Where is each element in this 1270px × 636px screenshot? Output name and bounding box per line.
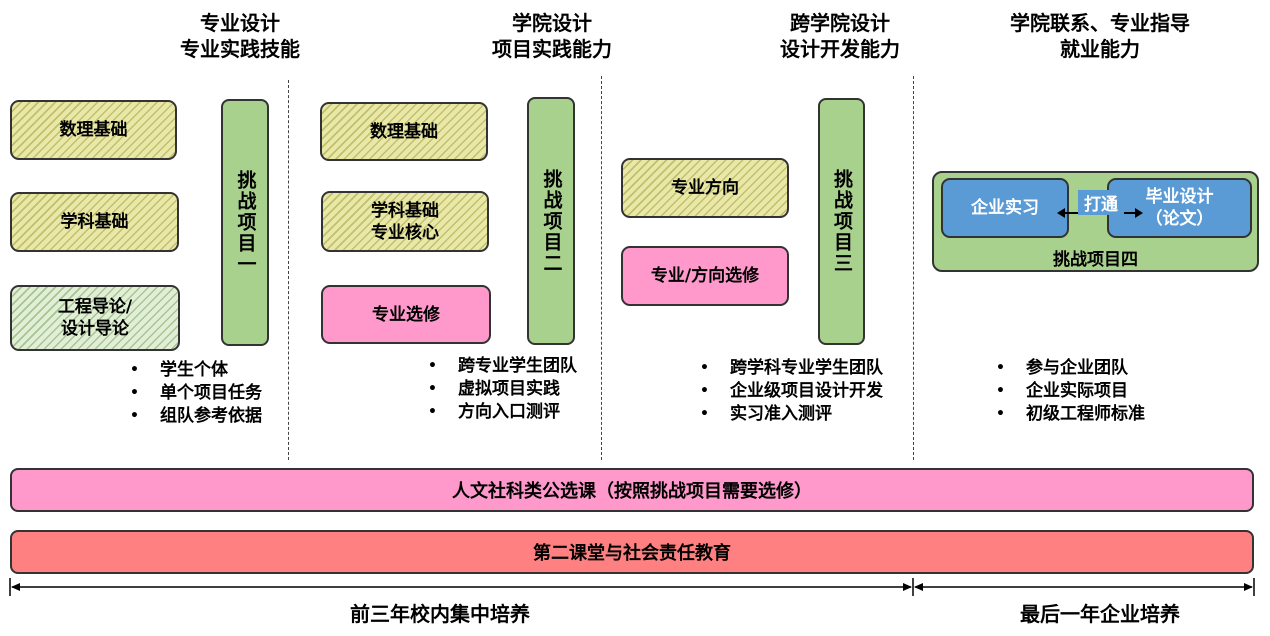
col2-math-foundation-box: 数理基础 [320, 102, 488, 161]
column-3-header-line-1: 跨学院设计 [790, 11, 890, 35]
col2-major-elective-box: 专业选修 [321, 285, 491, 344]
list-item: •初级工程师标准 [996, 404, 1145, 424]
humanities-elective-bar: 人文社科类公选课（按照挑战项目需要选修） [10, 468, 1254, 512]
col4-bullet-list: •参与企业团队 •企业实际项目 •初级工程师标准 [996, 357, 1145, 426]
challenge-project-4-label: 挑战项目四 [1053, 250, 1138, 270]
col3-bullet-list: •跨学科专业学生团队 •企业级项目设计开发 •实习准入测评 [700, 357, 883, 426]
column-2-header-line-2: 项目实践能力 [492, 37, 612, 61]
challenge-project-3-bar: 挑战项目三 [818, 98, 865, 345]
internship-box: 企业实习 [941, 178, 1069, 238]
col2-discipline-core-box: 学科基础 专业核心 [321, 191, 489, 252]
list-item: •虚拟项目实践 [428, 379, 560, 399]
column-divider-3 [913, 76, 914, 460]
column-3-header-line-2: 设计开发能力 [780, 37, 900, 61]
list-item: •参与企业团队 [996, 358, 1128, 378]
column-divider-1 [288, 80, 289, 460]
timeline-ruler [9, 578, 1255, 596]
second-classroom-bar: 第二课堂与社会责任教育 [10, 530, 1254, 574]
list-item: •学生个体 [130, 360, 228, 380]
link-label: 打通 [1078, 190, 1124, 215]
column-4-header-line-2: 就业能力 [1060, 37, 1140, 61]
column-1-header-line-2: 专业实践技能 [180, 37, 300, 61]
column-2-header-line-1: 学院设计 [512, 11, 592, 35]
column-4-header: 学院联系、专业指导 就业能力 [985, 10, 1215, 62]
list-item: •实习准入测评 [700, 404, 832, 424]
column-divider-2 [601, 76, 602, 460]
col1-engineering-intro-box: 工程导论/ 设计导论 [10, 285, 180, 351]
list-item: •方向入口测评 [428, 402, 560, 422]
list-item: •单个项目任务 [130, 383, 262, 403]
list-item: •跨学科专业学生团队 [700, 358, 883, 378]
column-2-header: 学院设计 项目实践能力 [472, 10, 632, 62]
column-1-header-line-1: 专业设计 [200, 11, 280, 35]
col3-specialization-box: 专业方向 [621, 158, 789, 218]
col1-discipline-foundation-box: 学科基础 [10, 192, 179, 252]
column-4-header-line-1: 学院联系、专业指导 [1010, 11, 1190, 35]
list-item: •组队参考依据 [130, 406, 262, 426]
column-3-header: 跨学院设计 设计开发能力 [760, 10, 920, 62]
list-item: •企业级项目设计开发 [700, 381, 883, 401]
challenge-project-1-bar: 挑战项目一 [221, 99, 269, 346]
challenge-project-2-bar: 挑战项目二 [527, 97, 575, 345]
timeline-last-year-label: 最后一年企业培养 [1020, 602, 1180, 626]
col3-specialization-elective-box: 专业/方向选修 [621, 246, 789, 306]
list-item: •企业实际项目 [996, 381, 1128, 401]
col1-math-foundation-box: 数理基础 [10, 100, 177, 160]
timeline-first-three-years-label: 前三年校内集中培养 [350, 602, 530, 626]
column-1-header: 专业设计 专业实践技能 [160, 10, 320, 62]
list-item: •跨专业学生团队 [428, 356, 577, 376]
col2-bullet-list: •跨专业学生团队 •虚拟项目实践 •方向入口测评 [428, 355, 577, 424]
col1-bullet-list: •学生个体 •单个项目任务 •组队参考依据 [130, 359, 262, 428]
